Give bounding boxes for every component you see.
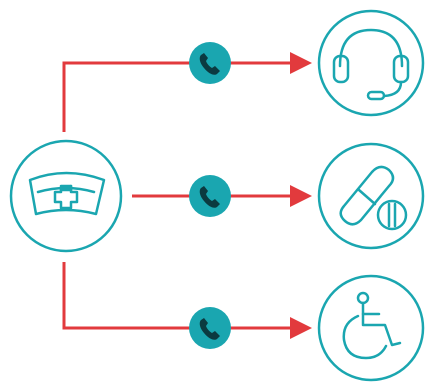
nurse-cap-icon <box>28 171 106 216</box>
phone-badge-middle <box>189 175 231 217</box>
phone-badge-bottom <box>189 307 231 349</box>
headset-icon <box>332 28 410 101</box>
pills-node <box>317 142 425 250</box>
connector-to-headset <box>62 61 294 132</box>
headset-node <box>317 9 425 117</box>
wheelchair-icon <box>342 291 402 360</box>
phone-call-icon <box>199 318 220 340</box>
phone-badge-top <box>189 42 231 84</box>
nurse-node <box>9 139 123 253</box>
pills-icon <box>339 165 408 231</box>
arrowhead-to-pills <box>290 185 312 207</box>
wheelchair-node <box>317 274 425 382</box>
phone-call-icon <box>199 53 220 75</box>
phone-call-icon <box>199 186 220 208</box>
arrowhead-to-wheelchair <box>290 317 312 339</box>
connector-to-wheelchair <box>62 262 294 330</box>
arrowhead-to-headset <box>290 52 312 74</box>
